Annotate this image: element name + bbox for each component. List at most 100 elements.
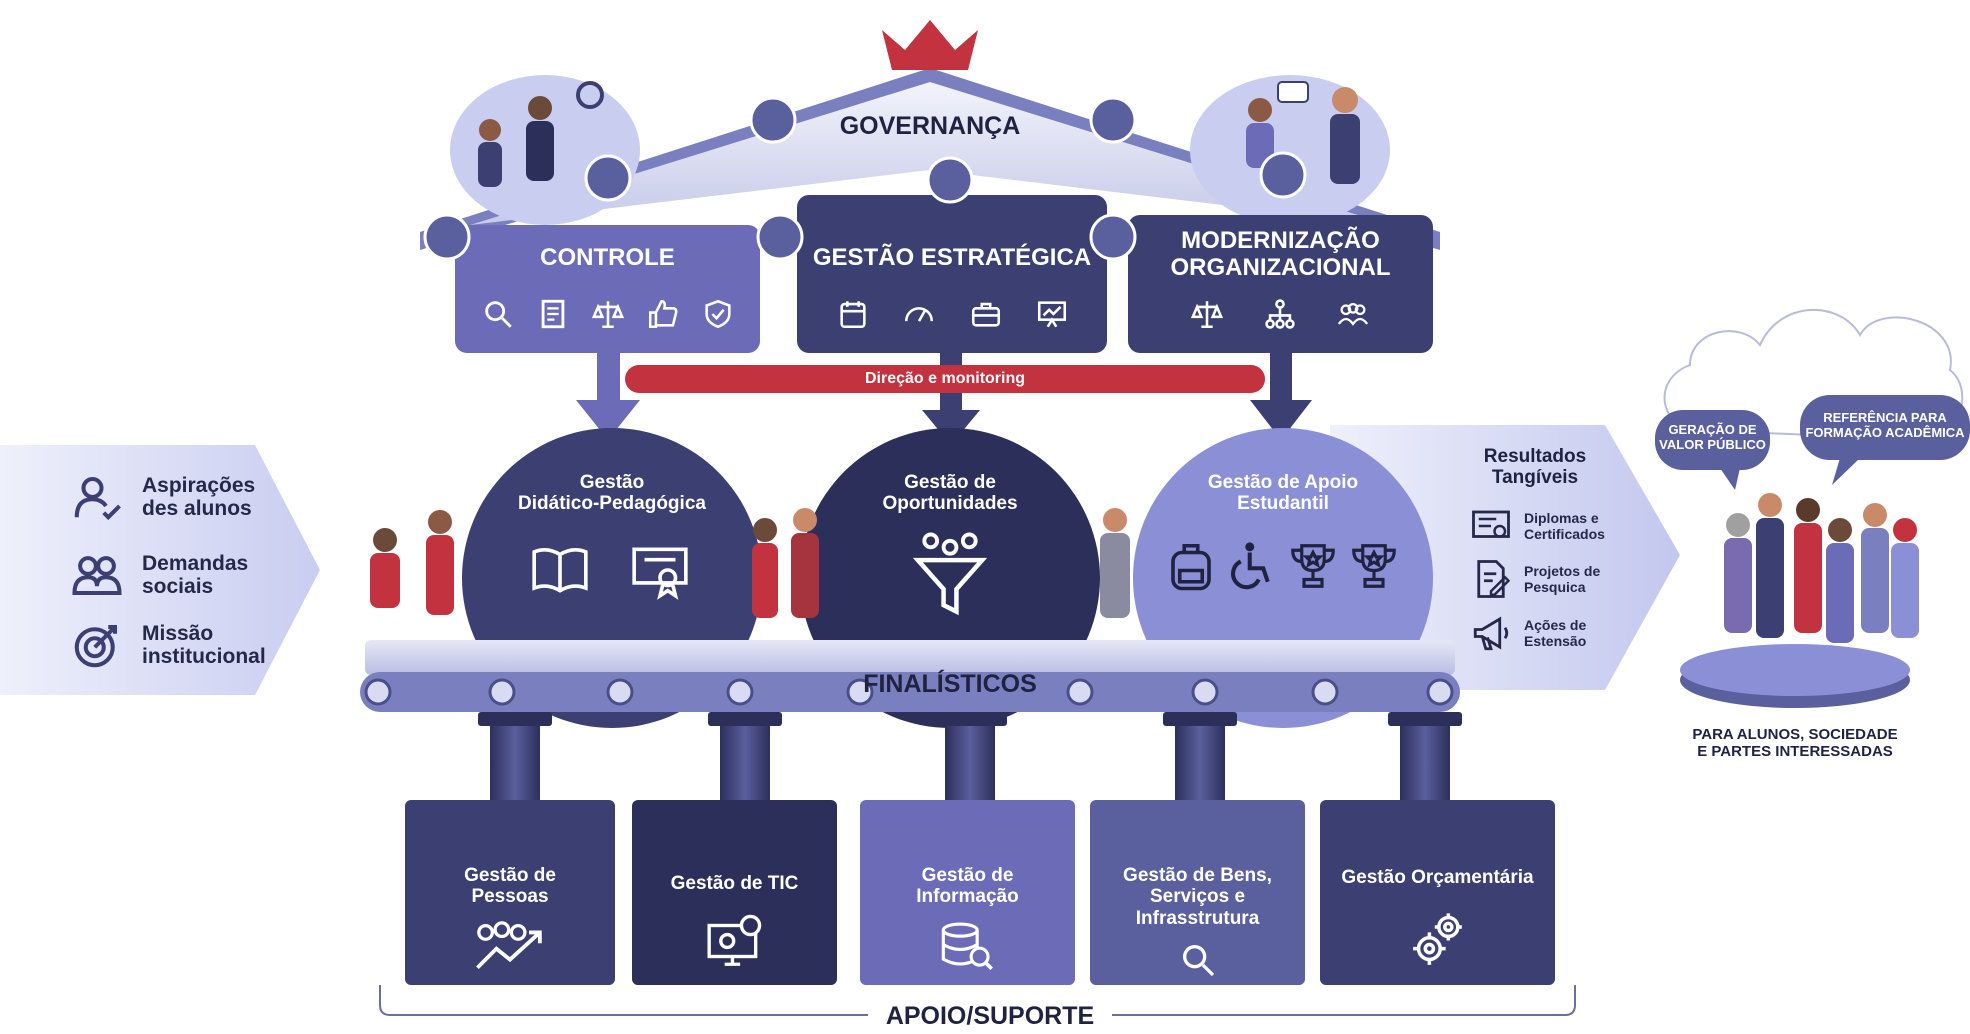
result-projetos-line1: Projetos de bbox=[1524, 562, 1601, 579]
support-informacao-line2: Informação bbox=[916, 886, 1019, 908]
node-edit bbox=[756, 213, 804, 261]
result-acoes-line2: Estensão bbox=[1524, 633, 1587, 649]
support-pessoas-title: Gestão de Pessoas bbox=[405, 865, 615, 908]
result-projetos-line2: Pesquica bbox=[1524, 579, 1586, 595]
support-pessoas-line1: Gestão de bbox=[464, 865, 556, 886]
circle-oportunidades-line2: Oportunidades bbox=[882, 493, 1018, 515]
node-scale bbox=[749, 96, 797, 144]
direction-bar-label: Direção e monitoring bbox=[864, 370, 1026, 387]
results-title-line1: Resultados bbox=[1483, 446, 1587, 467]
conveyor-top bbox=[365, 640, 1455, 675]
support-block-informacao bbox=[860, 800, 1075, 985]
bubble-referencia-text: REFERÊNCIA PARA FORMAÇÃO ACADÊMICA bbox=[1800, 410, 1970, 440]
estrategica-icons bbox=[820, 294, 1085, 334]
trophy-icon bbox=[1286, 537, 1340, 595]
thumbs-up-icon bbox=[646, 297, 680, 331]
pillar-modernizacao-title: MODERNIZAÇÃO ORGANIZACIONAL bbox=[1128, 227, 1433, 282]
modernizacao-icons bbox=[1170, 294, 1390, 334]
outcome-caption-line2: E PARTES INTERESSADAS bbox=[1697, 742, 1893, 760]
magnifier-icon bbox=[1178, 940, 1218, 980]
pillar-controle-title: CONTROLE bbox=[540, 244, 675, 271]
input-aspiracoes-line1: Aspirações bbox=[142, 473, 256, 497]
students-figures bbox=[370, 508, 1130, 618]
circle-didatico-title: Gestão Didático-Pedagógica bbox=[482, 472, 742, 515]
support-bens-line3: Infrasstrutura bbox=[1135, 907, 1260, 929]
support-informacao-line1: Gestão de bbox=[921, 865, 1014, 886]
bubble-valor-line1: GERAÇÃO DE bbox=[1668, 422, 1757, 437]
roller bbox=[1426, 678, 1454, 706]
roller bbox=[1311, 678, 1339, 706]
presentation-icon bbox=[1035, 297, 1069, 331]
circle-oportunidades-title: Gestão de Oportunidades bbox=[820, 472, 1080, 515]
circle-apoio-line2: Estudantil bbox=[1237, 493, 1329, 515]
support-block-pessoas bbox=[405, 800, 615, 985]
target-icon bbox=[70, 618, 124, 672]
officials-figures bbox=[478, 81, 604, 187]
core-label: FINALÍSTICOS bbox=[863, 670, 1037, 698]
circle-didatico-line2: Didático-Pedagógica bbox=[518, 493, 706, 515]
pillar-modernizacao-line2: ORGANIZACIONAL bbox=[1170, 253, 1391, 281]
diploma-icon bbox=[1470, 505, 1512, 547]
outcome-caption-line1: PARA ALUNOS, SOCIEDADE bbox=[1692, 726, 1898, 743]
accessibility-icon bbox=[1225, 537, 1279, 595]
monitor-gears-icon bbox=[700, 910, 770, 972]
node-org bbox=[1089, 96, 1137, 144]
support-pessoas-line2: Pessoas bbox=[471, 886, 549, 908]
down-arrow-1 bbox=[576, 353, 640, 440]
support-bens-line2: Serviços e bbox=[1149, 886, 1246, 908]
gauge-icon bbox=[902, 297, 936, 331]
pillar-modernizacao-box bbox=[1128, 215, 1433, 353]
backpack-icon bbox=[1164, 537, 1218, 595]
growth-people-icon bbox=[472, 918, 548, 974]
roller bbox=[1066, 678, 1094, 706]
roller bbox=[1191, 678, 1219, 706]
funnel-icon bbox=[911, 528, 989, 618]
support-block-tic bbox=[632, 800, 837, 985]
input-missao-line2: institucional bbox=[142, 645, 266, 668]
bubble-valor-text: GERAÇÃO DE VALOR PÚBLICO bbox=[1655, 422, 1770, 452]
search-icon bbox=[481, 297, 515, 331]
circle-didatico-line1: Gestão bbox=[579, 472, 645, 493]
down-arrow-3 bbox=[1250, 353, 1312, 440]
node-gear bbox=[1259, 151, 1307, 199]
input-aspiracoes-line2: des alunos bbox=[142, 497, 252, 520]
pillar-estrategica-title: GESTÃO ESTRATÉGICA bbox=[812, 244, 1092, 271]
direction-bar bbox=[625, 365, 1265, 393]
book-icon bbox=[525, 539, 595, 601]
roller bbox=[846, 678, 874, 706]
support-orcamentaria-title: Gestão Orçamentária bbox=[1341, 867, 1534, 888]
support-label: APOIO/SUPORTE bbox=[885, 1002, 1095, 1030]
calendar-icon bbox=[836, 297, 870, 331]
audience-figures bbox=[1724, 493, 1919, 643]
outcome-caption: PARA ALUNOS, SOCIEDADE E PARTES INTERESS… bbox=[1680, 726, 1910, 761]
pillar-controle-box bbox=[455, 225, 760, 353]
support-informacao-title: Gestão de Informação bbox=[860, 865, 1075, 908]
node-doc bbox=[584, 154, 632, 202]
pillar-estrategica-box bbox=[797, 195, 1107, 353]
input-demandas-line2: sociais bbox=[142, 575, 214, 598]
crown bbox=[882, 20, 978, 70]
oportunidades-icons bbox=[910, 525, 990, 620]
roller bbox=[606, 678, 634, 706]
roller bbox=[364, 678, 392, 706]
down-arrow-2 bbox=[922, 353, 980, 445]
bubble-valor bbox=[1655, 410, 1770, 470]
result-acoes-line1: Ações de bbox=[1524, 616, 1587, 633]
support-tic-title: Gestão de TIC bbox=[670, 873, 799, 894]
gears-icon bbox=[1400, 908, 1475, 973]
conveyor-belt bbox=[360, 672, 1460, 712]
person-check-icon bbox=[70, 470, 124, 524]
results-title-line2: Tangíveis bbox=[1491, 467, 1579, 489]
support-bens-line1: Gestão de Bens, bbox=[1123, 865, 1272, 886]
bubble-valor-line2: VALOR PÚBLICO bbox=[1659, 436, 1766, 452]
results-title: Resultados Tangíveis bbox=[1455, 446, 1615, 489]
roller bbox=[726, 678, 754, 706]
